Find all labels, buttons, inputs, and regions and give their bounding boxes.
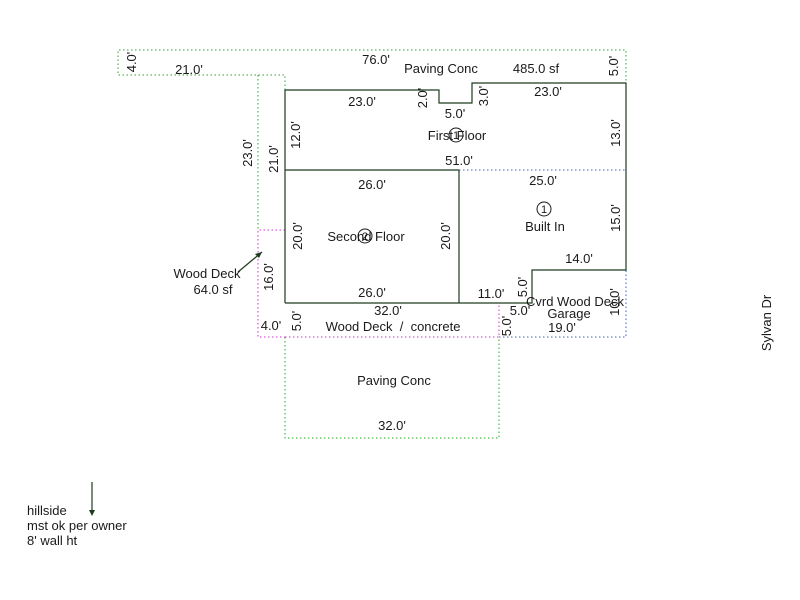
second-floor-label: Second Floor xyxy=(327,229,405,244)
paving-top-label: Paving Conc xyxy=(404,61,478,76)
site-notes: hillside mst ok per owner 8' wall ht xyxy=(27,503,127,548)
dim-garage-left: 5.0' xyxy=(515,277,530,298)
note-wall-height: 8' wall ht xyxy=(27,533,78,548)
dim-built-in-right: 15.0' xyxy=(608,204,623,232)
dim-second-floor-right: 20.0' xyxy=(438,222,453,250)
dim-second-floor-bottom: 26.0' xyxy=(358,285,386,300)
bottom-paving-outline xyxy=(284,337,500,439)
wood-deck-side-outline xyxy=(257,229,285,338)
dim-second-floor-left: 20.0' xyxy=(290,222,305,250)
dim-top-left-paving-width: 21.0' xyxy=(175,62,203,77)
paving-bottom-label: Paving Conc xyxy=(357,373,431,388)
paving-top-area: 485.0 sf xyxy=(513,61,560,76)
dim-first-floor-left-side: 12.0' xyxy=(288,121,303,149)
dim-deck-width: 32.0' xyxy=(374,303,402,318)
first-floor-marker xyxy=(448,127,464,143)
dim-bottom-paving-width: 32.0' xyxy=(378,418,406,433)
note-hillside: hillside xyxy=(27,503,67,518)
note-owner: mst ok per owner xyxy=(27,518,127,533)
dim-first-floor-left-top: 23.0' xyxy=(348,94,376,109)
first-floor-label: First Floor xyxy=(428,128,487,143)
hillside-arrow-head xyxy=(89,510,95,516)
first-floor-outline xyxy=(284,82,627,304)
dim-left-paving-side: 23.0' xyxy=(240,139,255,167)
dim-built-in-top: 25.0' xyxy=(529,173,557,188)
dim-notch-width: 5.0' xyxy=(445,106,466,121)
covered-deck-label: Cvrd Wood Deck xyxy=(526,294,625,309)
dim-garage-right: 10.0' xyxy=(607,288,622,316)
wood-deck-pointer-head xyxy=(255,252,262,258)
deck-concrete-outline xyxy=(285,304,500,338)
dim-top-right-paving-height: 5.0' xyxy=(606,56,621,77)
built-in-marker xyxy=(536,201,552,217)
garage-label: Garage xyxy=(547,306,590,321)
second-floor-number: 2 xyxy=(362,231,368,243)
dim-side-deck-width: 4.0' xyxy=(261,318,282,333)
built-in-label: Built In xyxy=(525,219,565,234)
dim-first-floor-right-top: 23.0' xyxy=(534,84,562,99)
dim-deck-right-height: 5.0' xyxy=(499,316,514,337)
dim-notch-depth-left: 2.0' xyxy=(415,88,430,109)
dim-left-lower-side: 16.0' xyxy=(261,263,276,291)
dim-deck-left-height: 5.0' xyxy=(289,311,304,332)
wood-deck-concrete-label: Wood Deck / concrete xyxy=(326,319,461,334)
dim-top-paving-width: 76.0' xyxy=(362,52,390,67)
wood-deck-side-area: 64.0 sf xyxy=(193,282,232,297)
dim-top-left-paving-height: 4.0' xyxy=(124,52,139,73)
built-in-number: 1 xyxy=(541,204,547,216)
dim-garage-step: 5.0' xyxy=(510,303,531,318)
wood-deck-side-label: Wood Deck xyxy=(174,266,241,281)
dim-garage-width: 19.0' xyxy=(548,320,576,335)
dim-first-floor-right-side: 13.0' xyxy=(608,119,623,147)
first-floor-number: 1 xyxy=(453,130,459,142)
dim-left-wall-upper: 21.0' xyxy=(266,145,281,173)
dim-built-in-bottom: 11.0' xyxy=(478,286,505,301)
dim-built-in-step: 14.0' xyxy=(565,251,593,266)
dim-notch-depth-right: 3.0' xyxy=(476,86,491,107)
street-label: Sylvan Dr xyxy=(759,294,774,351)
dim-first-floor-width: 51.0' xyxy=(445,153,473,168)
dim-second-floor-top: 26.0' xyxy=(358,177,386,192)
second-floor-marker xyxy=(357,228,373,244)
